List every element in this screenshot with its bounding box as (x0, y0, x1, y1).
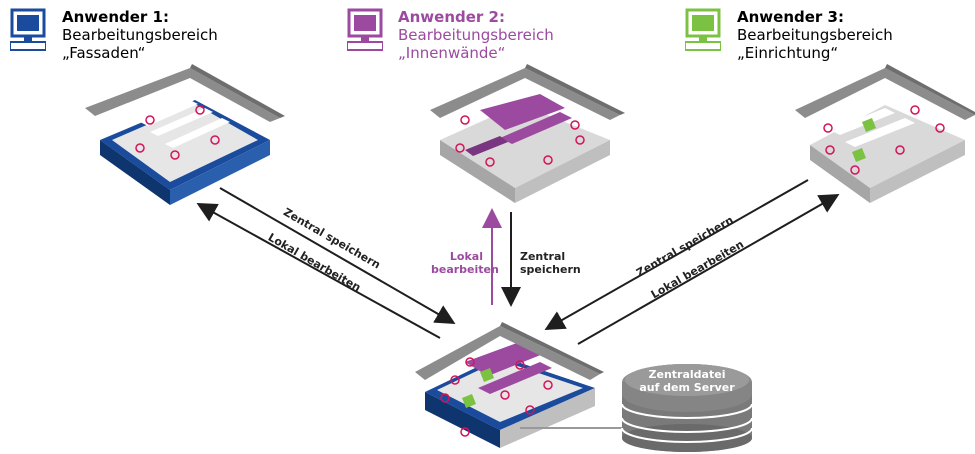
user2-title: Anwender 2: (398, 8, 505, 26)
user1-area-label: Bearbeitungsbereich (62, 26, 218, 44)
monitor-icon-user1 (10, 8, 46, 51)
arrow-right-edit (577, 194, 840, 345)
server-database-icon (621, 364, 753, 452)
house-model-icon-central (415, 322, 604, 448)
user3-area: „Einrichtung“ (737, 44, 839, 62)
user3-area-label: Bearbeitungsbereich (737, 26, 893, 44)
house-model-icon-user3 (795, 64, 975, 203)
user1-title: Anwender 1: (62, 8, 169, 26)
server-label-line1: Zentraldatei (648, 368, 726, 381)
arrow-left-save (219, 187, 456, 325)
server-label-line2: auf dem Server (639, 381, 735, 394)
user2-area-label: Bearbeitungsbereich (398, 26, 554, 44)
user1-label: Anwender 1: Bearbeitungsbereich „Fassade… (62, 8, 218, 62)
house-model-icon-user1 (85, 64, 285, 205)
user3-label: Anwender 3: Bearbeitungsbereich „Einrich… (737, 8, 893, 62)
house-model-icon-user2 (430, 64, 625, 203)
arrow-right-save (544, 179, 809, 330)
user1-area: „Fassaden“ (62, 44, 146, 62)
monitor-icon-user2 (347, 8, 383, 51)
user3-title: Anwender 3: (737, 8, 844, 26)
monitor-icon-user3 (685, 8, 721, 51)
user2-label: Anwender 2: Bearbeitungsbereich „Innenwä… (398, 8, 554, 62)
arrow-left-edit (196, 203, 441, 339)
user2-area: „Innenwände“ (398, 44, 506, 62)
server-label: Zentraldatei auf dem Server (632, 368, 742, 394)
